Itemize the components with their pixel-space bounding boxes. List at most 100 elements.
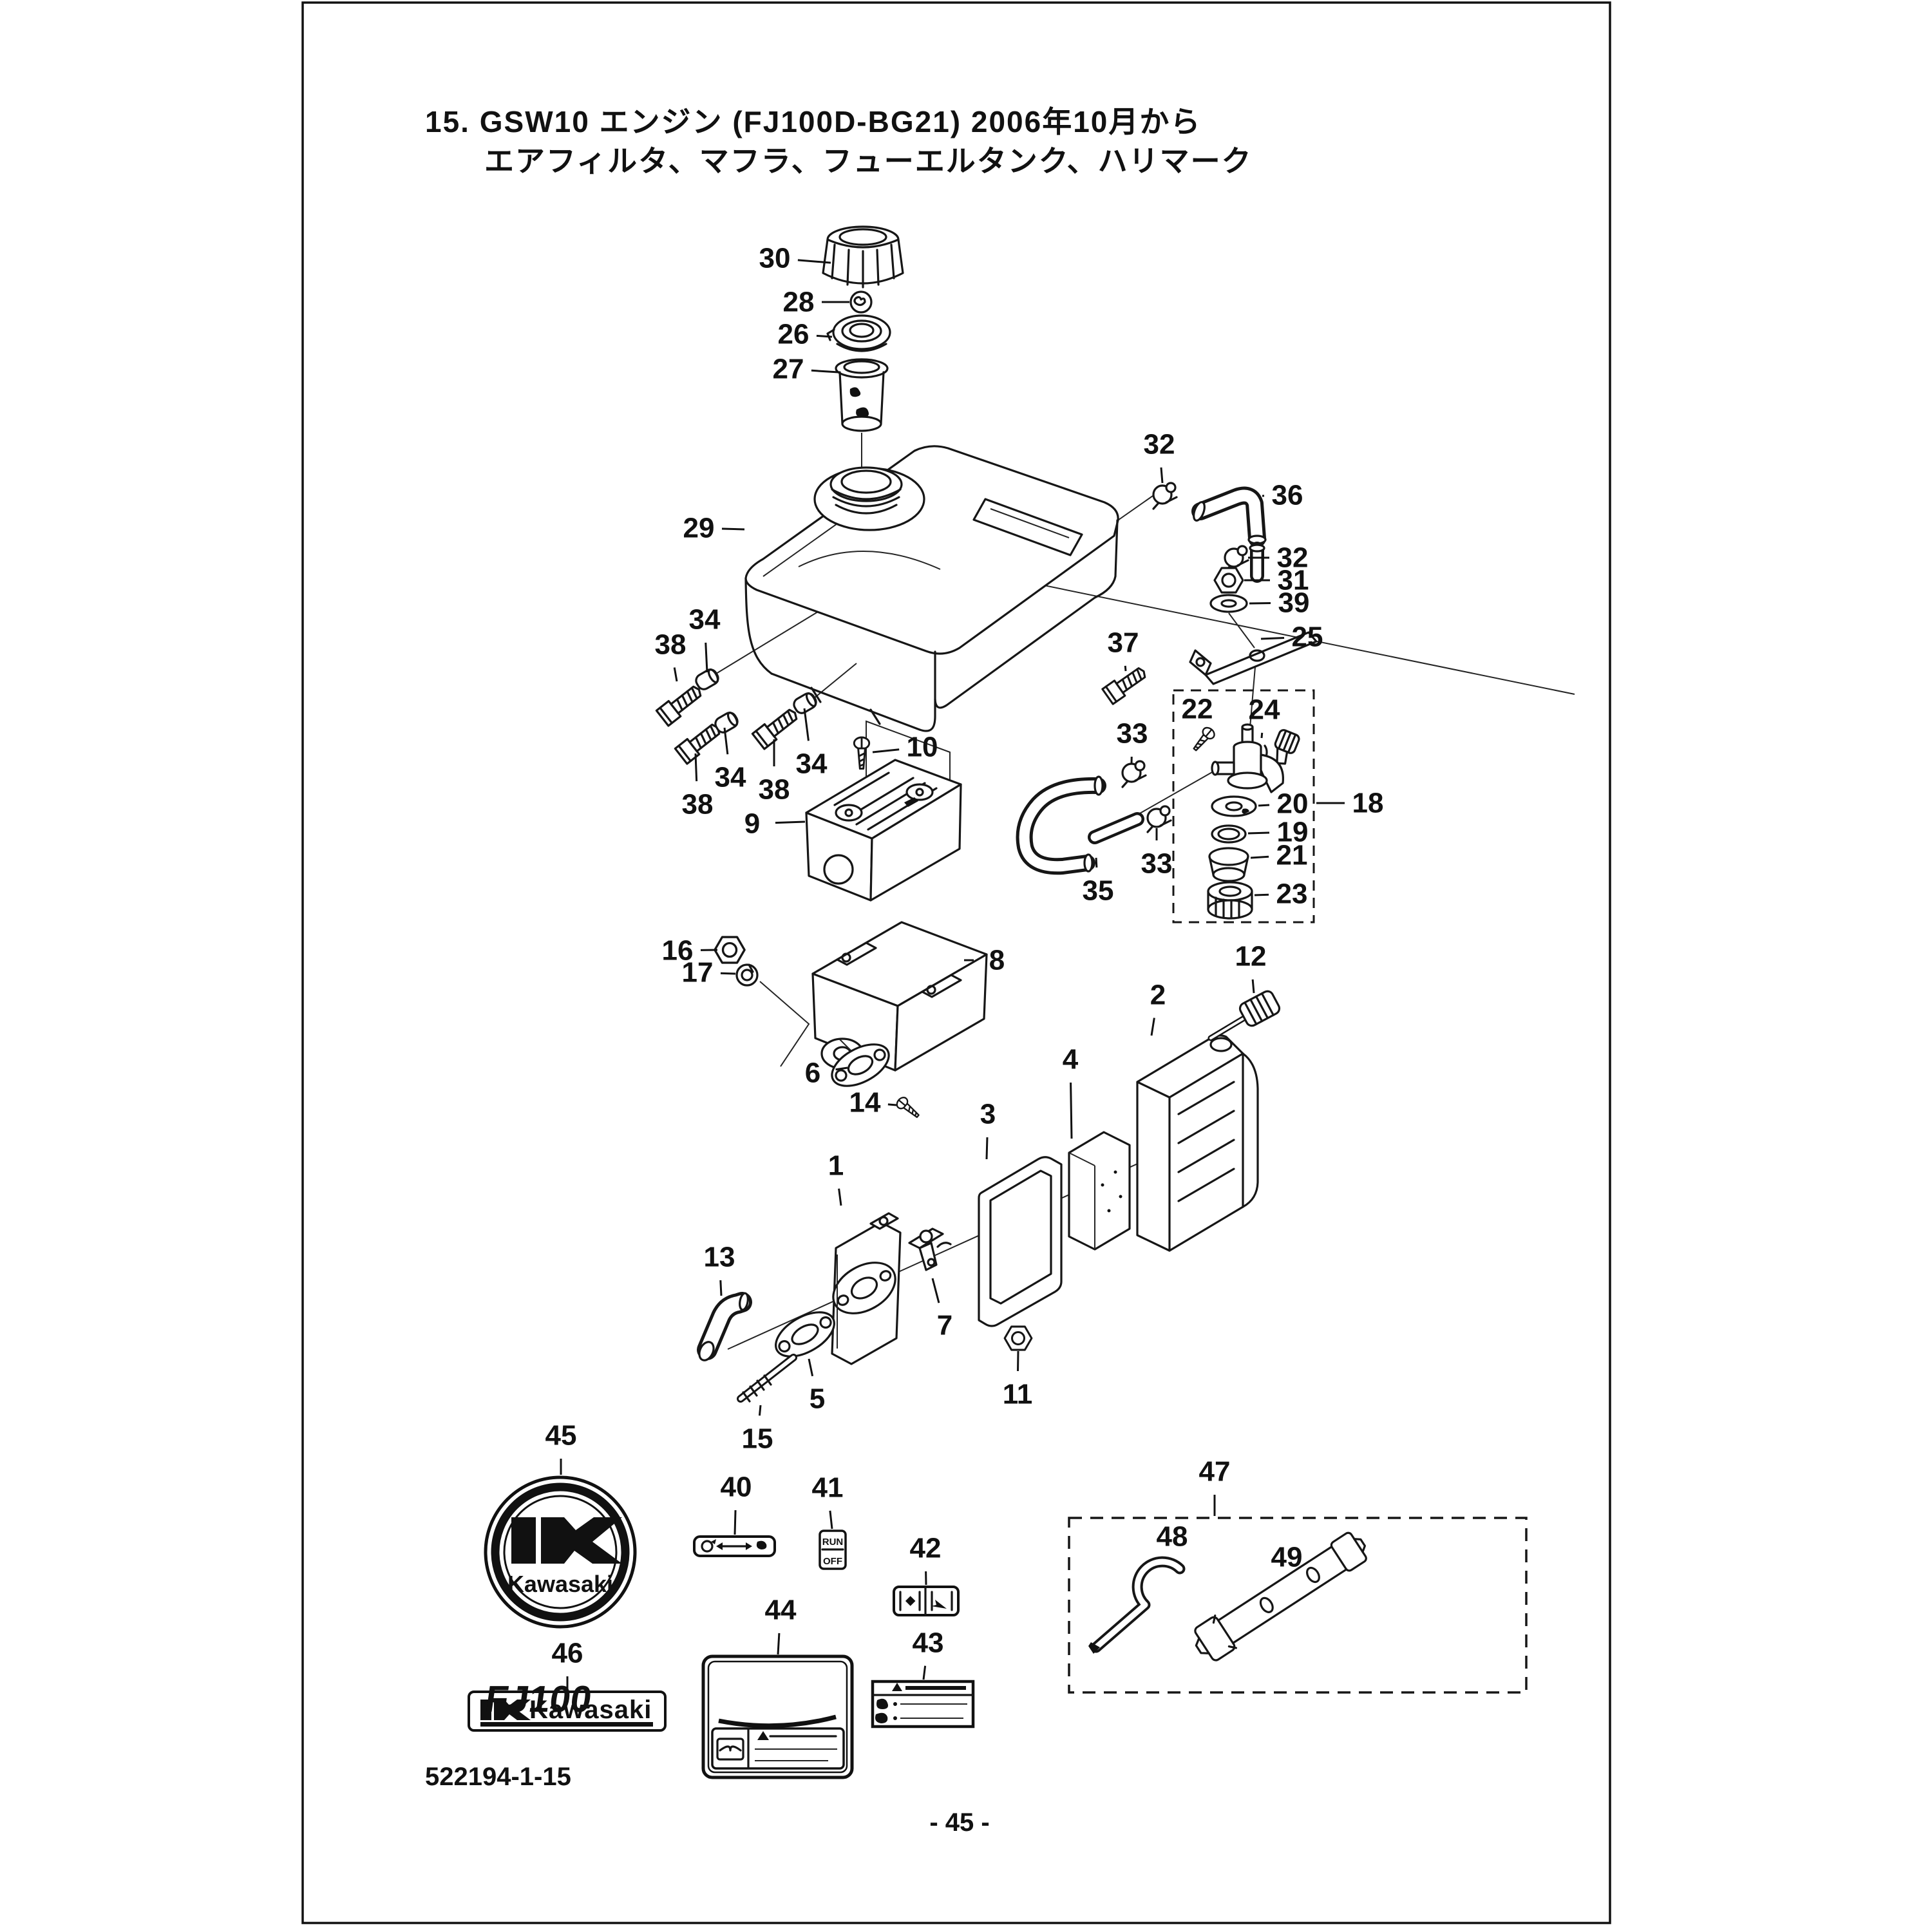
part-callout-4: 4 bbox=[1063, 1044, 1079, 1075]
part-callout-11: 11 bbox=[1003, 1379, 1033, 1410]
leader-line-27 bbox=[811, 369, 839, 374]
leader-line-4 bbox=[1070, 1082, 1073, 1139]
off-text: OFF bbox=[823, 1556, 842, 1567]
element-frame bbox=[978, 1156, 1063, 1327]
leader-line-35 bbox=[1095, 857, 1098, 868]
leader-line-32 bbox=[1160, 467, 1164, 484]
leader-line-5 bbox=[808, 1358, 814, 1377]
leader-line-34 bbox=[803, 708, 810, 741]
part-callout-15: 15 bbox=[742, 1423, 773, 1455]
air-cleaner-cover bbox=[1136, 1034, 1259, 1252]
leader-line-14 bbox=[887, 1103, 897, 1106]
part-callout-6: 6 bbox=[805, 1057, 820, 1089]
mounting-stud bbox=[737, 1354, 797, 1403]
part-callout-29: 29 bbox=[683, 513, 715, 544]
exhaust-gasket bbox=[831, 1043, 890, 1087]
carb-gasket bbox=[775, 1311, 835, 1358]
run-off-decal: RUN OFF bbox=[819, 1530, 847, 1570]
title-line-2: エアフィルタ、マフラ、フューエルタンク、ハリマーク bbox=[484, 144, 1253, 178]
part-callout-3: 3 bbox=[980, 1099, 996, 1130]
part-callout-38: 38 bbox=[759, 774, 790, 806]
part-callout-31: 31 bbox=[1278, 565, 1309, 596]
part-callout-41: 41 bbox=[812, 1472, 844, 1504]
base-nut bbox=[1003, 1325, 1033, 1351]
breather-elbow bbox=[697, 1292, 752, 1361]
valve-cup-nut bbox=[1207, 881, 1253, 920]
part-callout-20: 20 bbox=[1277, 788, 1309, 820]
part-callout-26: 26 bbox=[778, 319, 810, 350]
part-callout-34: 34 bbox=[689, 604, 721, 636]
part-callout-40: 40 bbox=[721, 1472, 752, 1503]
model-decal: FJ100 bbox=[482, 1654, 854, 1779]
muffler-lock-washer bbox=[735, 963, 759, 987]
leader-line-6 bbox=[835, 1066, 848, 1071]
leader-line-30 bbox=[797, 259, 831, 264]
leader-line-10 bbox=[872, 748, 900, 753]
leader-line-15 bbox=[758, 1405, 762, 1416]
leader-line-20 bbox=[1258, 804, 1270, 807]
loop-handle-tool bbox=[1088, 1556, 1186, 1654]
kawasaki-oval-emblem: Kawasaki bbox=[484, 1475, 637, 1629]
leader-line-41 bbox=[829, 1510, 833, 1530]
part-callout-8: 8 bbox=[989, 945, 1005, 976]
part-callout-45: 45 bbox=[545, 1420, 577, 1452]
air-cleaner-base bbox=[831, 1212, 902, 1365]
title-line-1: 15. GSW10 エンジン (FJ100D-BG21) 2006年10月から bbox=[425, 105, 1201, 138]
leader-line-38 bbox=[673, 667, 678, 682]
doc-number: 522194-1-15 bbox=[425, 1763, 571, 1791]
leader-line-44 bbox=[777, 1633, 781, 1655]
part-callout-24: 24 bbox=[1249, 694, 1280, 726]
part-callout-28: 28 bbox=[783, 287, 815, 318]
part-callout-13: 13 bbox=[704, 1242, 735, 1273]
part-callout-22: 22 bbox=[1182, 694, 1213, 725]
page-title: 15. GSW10 エンジン (FJ100D-BG21) 2006年10月から … bbox=[425, 105, 1253, 178]
cap-vent-valve bbox=[849, 290, 873, 314]
valve-washer bbox=[1209, 594, 1248, 613]
page-number: - 45 - bbox=[929, 1808, 989, 1837]
filler-screen bbox=[835, 358, 889, 432]
fuel-elbow-hose bbox=[1191, 486, 1267, 547]
part-callout-25: 25 bbox=[1292, 621, 1323, 653]
fuel-cap bbox=[822, 225, 904, 289]
part-callout-12: 12 bbox=[1235, 941, 1267, 972]
fuel-tank bbox=[744, 445, 1119, 732]
part-callout-23: 23 bbox=[1276, 878, 1308, 910]
leader-line-1 bbox=[838, 1188, 842, 1206]
part-callout-19: 19 bbox=[1277, 817, 1309, 848]
part-callout-17: 17 bbox=[682, 957, 714, 989]
leader-line-12 bbox=[1251, 979, 1255, 994]
strip-wordmark: Kawasaki bbox=[529, 1696, 652, 1724]
part-callout-14: 14 bbox=[849, 1087, 881, 1119]
leader-line-9 bbox=[775, 820, 806, 824]
part-callout-21: 21 bbox=[1276, 840, 1308, 871]
valve-nut bbox=[1213, 567, 1244, 594]
part-callout-49: 49 bbox=[1271, 1542, 1303, 1573]
kawasaki-river-mark bbox=[511, 1517, 622, 1564]
filler-grommet bbox=[826, 314, 891, 352]
leader-line-21 bbox=[1250, 855, 1269, 859]
part-callout-39: 39 bbox=[1278, 587, 1310, 619]
part-callout-37: 37 bbox=[1108, 627, 1139, 659]
part-callout-33: 33 bbox=[1117, 718, 1148, 750]
part-callout-36: 36 bbox=[1272, 480, 1303, 511]
tank-outlet-pipe bbox=[1249, 542, 1265, 583]
leader-line-17 bbox=[720, 972, 736, 975]
part-callout-34: 34 bbox=[715, 762, 746, 793]
valve-gasket bbox=[1211, 795, 1257, 817]
part-callout-9: 9 bbox=[744, 808, 760, 840]
part-callout-2: 2 bbox=[1150, 980, 1166, 1011]
part-callout-30: 30 bbox=[759, 243, 791, 274]
cover-thumbscrew bbox=[1208, 990, 1281, 1041]
part-callout-47: 47 bbox=[1199, 1456, 1231, 1488]
fuel-valve-assembly-box bbox=[1172, 689, 1315, 923]
control-symbols-decal bbox=[693, 1535, 776, 1557]
symbols-decal bbox=[893, 1586, 960, 1616]
part-callout-42: 42 bbox=[910, 1533, 942, 1564]
part-callout-48: 48 bbox=[1157, 1521, 1188, 1553]
fuel-hose bbox=[1016, 775, 1144, 875]
leader-line-34 bbox=[723, 727, 729, 755]
choke-linkage bbox=[908, 1227, 952, 1271]
part-callout-44: 44 bbox=[765, 1595, 797, 1626]
